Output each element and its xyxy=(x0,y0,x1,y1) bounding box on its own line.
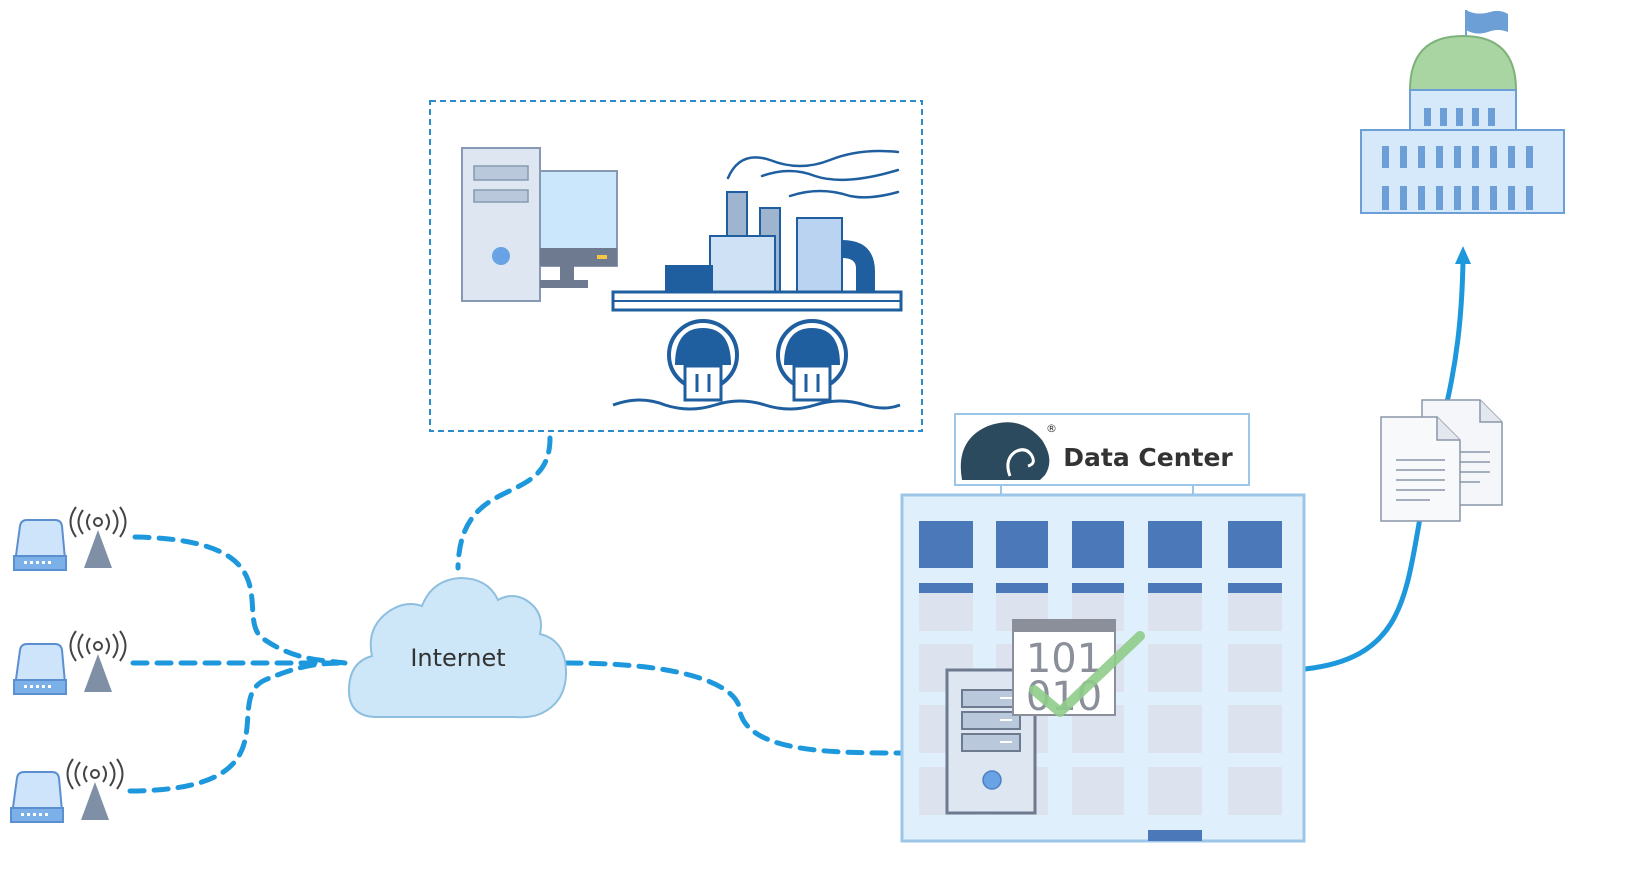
sensor-device-2 xyxy=(12,630,127,695)
documents-icon xyxy=(1380,399,1503,522)
antenna-signal-icon xyxy=(69,630,127,692)
binary-check-icon: 101 010 xyxy=(1012,619,1145,720)
arrow-head xyxy=(1455,246,1471,264)
plant-site-box xyxy=(429,100,923,432)
factory-icon xyxy=(611,149,903,312)
link-sensor-3-internet xyxy=(127,660,348,794)
desktop-computer-icon xyxy=(461,147,618,302)
binary-top: 101 xyxy=(1026,636,1102,682)
flag xyxy=(1466,10,1508,34)
sensor-device-icon xyxy=(12,643,68,695)
check-mark xyxy=(1029,631,1145,717)
company-logo-icon xyxy=(960,422,1050,480)
sensor-device-icon xyxy=(9,771,65,823)
sensor-device-icon xyxy=(12,519,68,571)
link-plant-internet xyxy=(455,435,553,571)
government-building-icon xyxy=(1360,10,1565,214)
document-front xyxy=(1380,416,1461,522)
registered-mark: ® xyxy=(1046,422,1057,435)
water-pump-icon xyxy=(612,319,901,411)
cloud-icon xyxy=(347,576,568,719)
cloud-label: Internet xyxy=(410,644,505,672)
sensor-device-1 xyxy=(12,506,127,571)
link-sensor-1-internet xyxy=(132,534,348,666)
internet-cloud: Internet xyxy=(347,576,568,719)
data-center-sign: ® Data Center xyxy=(954,413,1250,495)
link-internet-datacenter xyxy=(564,660,903,756)
antenna-signal-icon xyxy=(69,506,127,568)
data-center-label: Data Center xyxy=(1063,443,1233,472)
data-center: ® Data Center xyxy=(900,413,1306,843)
building-top-windows xyxy=(919,521,1282,593)
server-icon xyxy=(945,668,1037,815)
dome xyxy=(1408,34,1518,91)
antenna-signal-icon xyxy=(66,758,124,820)
building-door xyxy=(1148,830,1202,841)
sensor-device-3 xyxy=(9,758,124,823)
